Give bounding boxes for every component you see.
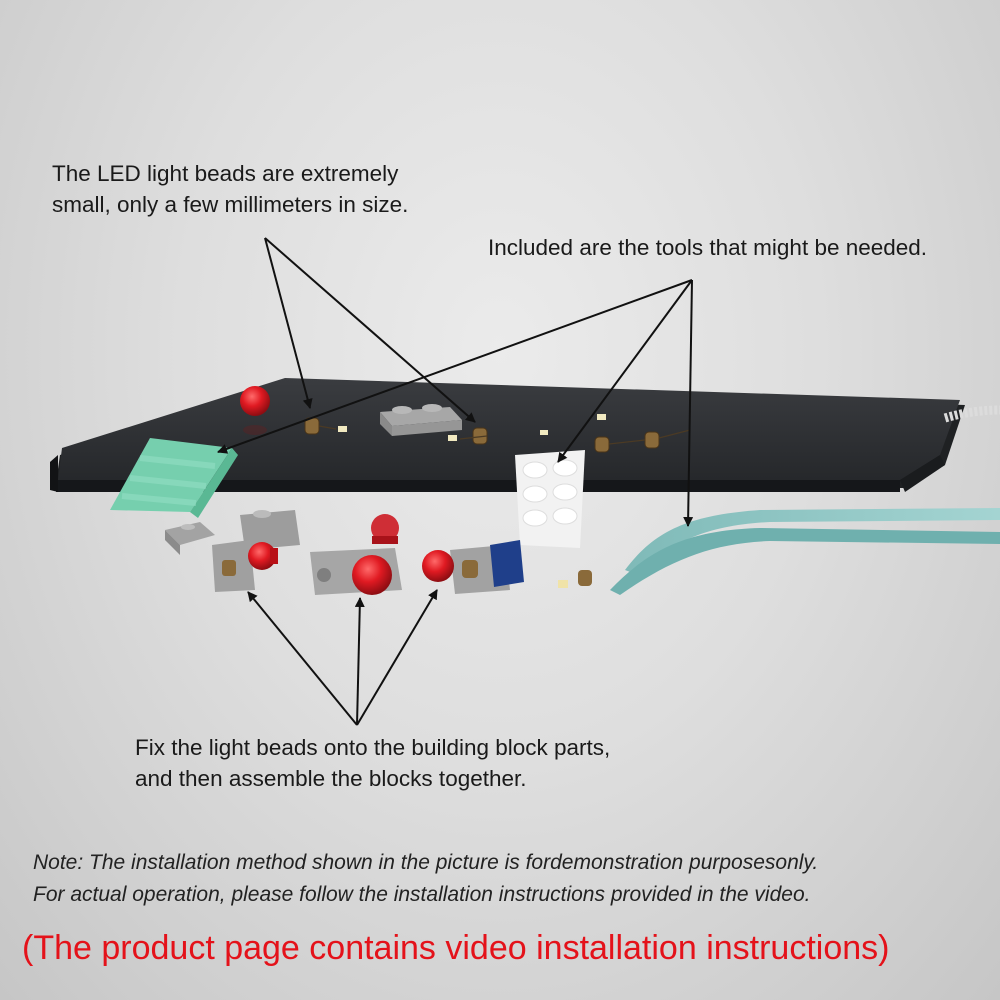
fix-caption-line-2: and then assemble the blocks together. bbox=[135, 766, 527, 791]
led-caption-line-2: small, only a few millimeters in size. bbox=[52, 192, 409, 217]
led-beads bbox=[304, 414, 691, 453]
green-putty-tool bbox=[110, 438, 238, 518]
tools-caption: Included are the tools that might be nee… bbox=[488, 235, 928, 260]
led-caption-line-1: The LED light beads are extremely bbox=[52, 161, 399, 186]
adhesive-dot-sheet bbox=[515, 450, 585, 548]
note-line-1: Note: The installation method shown in t… bbox=[33, 851, 819, 874]
fix-caption: Fix the light beads onto the building bl… bbox=[135, 732, 610, 794]
note-line-2: For actual operation, please follow the … bbox=[33, 883, 811, 906]
video-instructions-banner: (The product page contains video install… bbox=[22, 929, 890, 967]
disclaimer-note: Note: The installation method shown in t… bbox=[33, 847, 818, 911]
block-assembly-right bbox=[422, 540, 524, 594]
display-base-plate bbox=[50, 378, 965, 492]
block-assembly-middle bbox=[310, 514, 402, 595]
fix-caption-line-1: Fix the light beads onto the building bl… bbox=[135, 735, 611, 760]
cable bbox=[943, 405, 1000, 423]
grey-brick-on-base bbox=[380, 404, 462, 436]
annotation-arrows bbox=[217, 237, 694, 726]
block-assembly-left bbox=[165, 510, 300, 592]
loose-led-beads bbox=[558, 570, 592, 588]
led-caption: The LED light beads are extremely small,… bbox=[52, 158, 408, 220]
tweezers-tool bbox=[610, 508, 1000, 595]
red-stud-on-base bbox=[240, 386, 270, 416]
